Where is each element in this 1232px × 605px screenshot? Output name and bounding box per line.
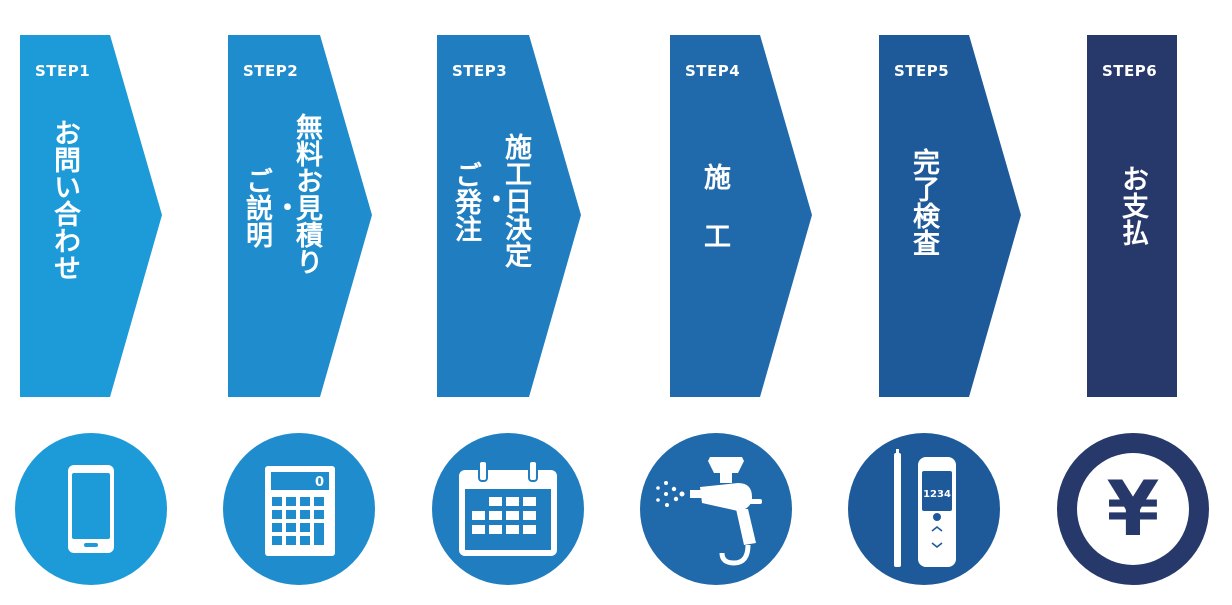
step-6-title: お支払 — [1117, 165, 1148, 246]
step-2-label: STEP2 — [243, 62, 299, 80]
step-1-label: STEP1 — [35, 62, 91, 80]
step-4: STEP4 施工 — [670, 35, 812, 397]
meter-display-text: 1234 — [923, 489, 951, 500]
step-3: STEP3 施工日決定 ・ ご発注 — [437, 35, 581, 397]
step-6-label: STEP6 — [1102, 62, 1158, 80]
step-5-arrow-shape — [879, 35, 1021, 397]
step-5-icon-circle: 1234 — [848, 433, 1000, 585]
step-3-title-line-1: 施工日決定 — [500, 133, 531, 268]
step-2: STEP2 無料お見積り ・ ご説明 — [228, 35, 372, 397]
step-4-label: STEP4 — [685, 62, 741, 80]
step-1: STEP1 お問い合わせ — [20, 35, 162, 397]
step-6-icon-circle: ¥ — [1057, 433, 1209, 585]
step-2-title-line-1: 無料お見積り — [291, 113, 322, 275]
calendar-icon — [432, 433, 584, 585]
step-4-arrow-shape — [670, 35, 812, 397]
smartphone-icon — [15, 433, 167, 585]
step-2-icon-circle: 0 — [223, 433, 375, 585]
spray-gun-icon — [640, 433, 792, 585]
step-5: STEP5 完了検査 — [879, 35, 1021, 397]
step-4-title: 施工 — [699, 163, 730, 281]
step-5-title: 完了検査 — [908, 148, 939, 256]
step-3-title-separator: ・ — [478, 185, 509, 212]
inspection-meter-icon: 1234 — [848, 433, 1000, 585]
step-3-label: STEP3 — [452, 62, 508, 80]
yen-symbol-text: ¥ — [1107, 464, 1160, 553]
yen-icon: ¥ — [1057, 433, 1209, 585]
step-1-icon-circle — [15, 433, 167, 585]
step-3-icon-circle — [432, 433, 584, 585]
step-1-arrow-shape — [20, 35, 162, 397]
step-2-arrow-shape — [228, 35, 372, 397]
step-3-title-line-2: ご発注 — [450, 161, 481, 242]
step-6: STEP6 お支払 — [1087, 35, 1177, 397]
step-2-title-line-2: ご説明 — [241, 167, 272, 248]
step-3-arrow-shape — [437, 35, 581, 397]
step-2-title-separator: ・ — [269, 193, 300, 220]
step-6-box-shape — [1087, 35, 1177, 397]
calculator-display-text: 0 — [315, 475, 324, 490]
step-5-label: STEP5 — [894, 62, 950, 80]
step-4-icon-circle — [640, 433, 792, 585]
calculator-icon: 0 — [223, 433, 375, 585]
step-1-title: お問い合わせ — [49, 119, 80, 281]
